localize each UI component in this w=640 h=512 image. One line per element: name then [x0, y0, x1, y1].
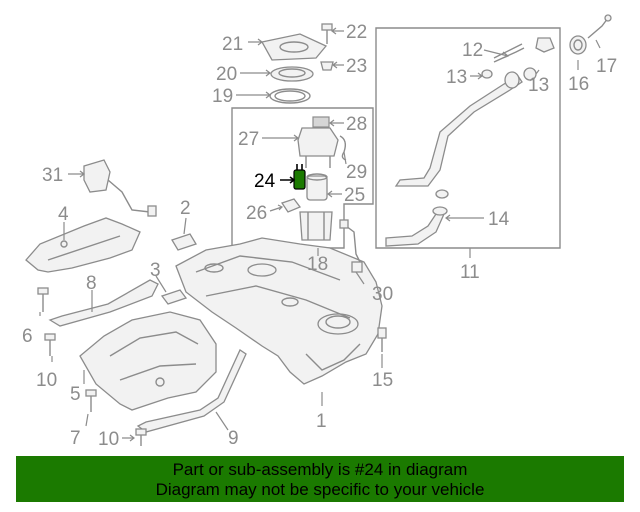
callout-25: 25 — [344, 185, 365, 206]
callout-18: 18 — [307, 254, 328, 275]
callout-7: 7 — [70, 428, 81, 449]
part-23-nut — [320, 61, 334, 71]
callout-11: 11 — [460, 262, 480, 283]
callout-4: 4 — [58, 204, 69, 225]
callout-28: 28 — [346, 114, 367, 135]
callout-30: 30 — [372, 284, 393, 305]
callout-10b: 10 — [98, 429, 119, 450]
callout-27: 27 — [238, 129, 259, 150]
part-6-bolt — [37, 287, 49, 312]
part-22-bolt — [321, 23, 333, 44]
part-7-bolt — [85, 389, 97, 412]
callout-22: 22 — [346, 22, 367, 43]
part-8-strap — [48, 279, 159, 327]
part-14-hose — [385, 189, 449, 247]
callout-29: 29 — [346, 162, 367, 183]
part-18-reservoir — [299, 211, 333, 241]
part-4-heat-shield — [25, 217, 141, 273]
part-27-pump-head — [297, 127, 339, 168]
part-28-connector — [312, 116, 330, 128]
part-10-bolt-a — [44, 333, 56, 356]
callout-19: 19 — [212, 86, 233, 107]
part-15-vent-valve — [377, 327, 387, 352]
part-9-strap — [136, 349, 247, 433]
callout-9: 9 — [228, 428, 239, 449]
part-31-bracket — [83, 159, 157, 217]
part-16-door-ring — [569, 35, 587, 55]
part-2-pad — [171, 233, 197, 251]
part-1-fuel-tank — [175, 237, 383, 385]
callout-10a: 10 — [36, 370, 57, 391]
callout-13a: 13 — [446, 67, 467, 88]
info-banner: Part or sub-assembly is #24 in diagram D… — [16, 456, 624, 502]
part-3-pad — [160, 289, 188, 305]
callout-15: 15 — [372, 370, 393, 391]
part-11-filler-neck — [394, 71, 523, 187]
banner-line-2: Diagram may not be specific to your vehi… — [155, 480, 485, 499]
part-19-seal — [269, 88, 311, 104]
parts-diagram: 21 22 23 20 19 28 27 29 24 25 26 18 12 1… — [22, 14, 617, 450]
callout-1: 1 — [316, 411, 327, 432]
callout-31: 31 — [42, 165, 63, 186]
callout-23: 23 — [346, 56, 367, 77]
callout-26: 26 — [246, 203, 267, 224]
part-21-plate — [261, 33, 328, 61]
callout-17: 17 — [596, 56, 617, 77]
callout-6: 6 — [22, 326, 33, 347]
part-24-fuel-pump — [293, 164, 306, 190]
callout-13b: 13 — [528, 75, 549, 96]
part-12-hose — [493, 43, 525, 63]
part-25-filter — [306, 173, 328, 201]
callout-2: 2 — [180, 198, 191, 219]
part-10-bolt-b — [135, 428, 147, 446]
callout-20: 20 — [216, 64, 237, 85]
filler-neck-frame — [375, 27, 561, 249]
part-13-clamp-a — [481, 69, 493, 79]
callout-3: 3 — [150, 260, 161, 281]
callout-21: 21 — [222, 34, 243, 55]
callout-8: 8 — [86, 273, 97, 294]
part-26-grommet — [280, 198, 302, 213]
banner-line-1: Part or sub-assembly is #24 in diagram — [172, 460, 468, 479]
part-12-cap — [535, 37, 555, 53]
part-30-harness — [339, 219, 363, 273]
callout-12: 12 — [462, 40, 483, 61]
part-20-ring — [270, 66, 314, 82]
part-5-shield — [79, 311, 217, 411]
part-17-cable — [587, 14, 612, 39]
callout-24: 24 — [254, 171, 276, 192]
callout-5: 5 — [70, 384, 81, 405]
leader-lines — [39, 27, 601, 442]
callout-16: 16 — [568, 74, 589, 95]
callout-14: 14 — [488, 209, 510, 230]
